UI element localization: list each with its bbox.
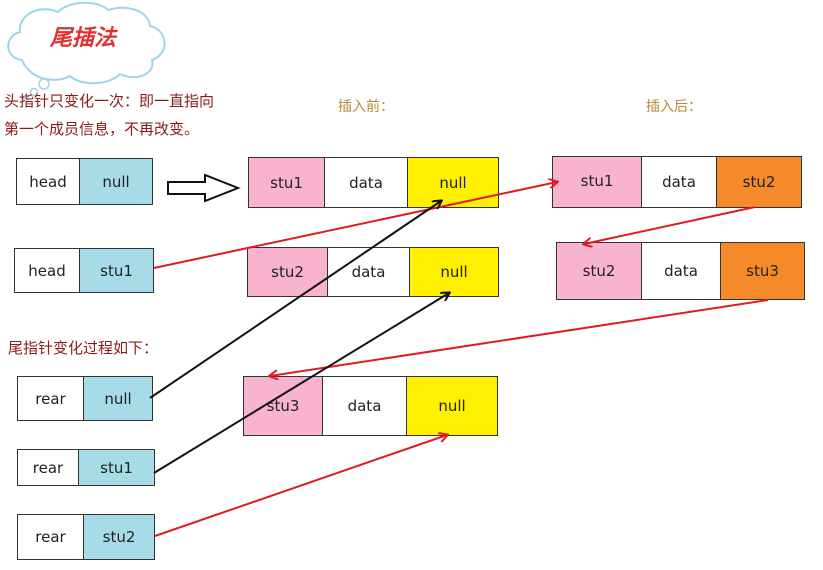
node-next-cell: null: [406, 376, 498, 436]
node-next-cell: stu3: [720, 242, 805, 300]
head-pointer-cell: null: [79, 158, 153, 205]
head-name-cell: head: [16, 158, 80, 205]
red-arrow-rear-to-stu3: [154, 435, 447, 537]
node-data-cell: data: [322, 376, 407, 436]
rear-name-cell: rear: [17, 449, 79, 486]
red-arrow-stu1-to-stu2: [584, 206, 756, 244]
node-data-cell: data: [327, 247, 410, 297]
head-name-cell: head: [14, 248, 80, 293]
node-id-cell: stu2: [556, 242, 642, 300]
head-note-line2: 第一个成员信息，不再改变。: [4, 120, 200, 138]
before-label: 插入前：: [338, 99, 394, 115]
head-note-line1: 头指针只变化一次：即一直指向: [4, 92, 215, 110]
node-id-cell: stu3: [243, 376, 323, 436]
tail-note: 尾指针变化过程如下：: [8, 339, 159, 357]
rear-pointer-cell: null: [83, 376, 153, 421]
head-pointer-cell: stu1: [79, 248, 154, 293]
rear-pointer-cell: stu2: [83, 514, 155, 560]
black-arrow-rear-to-stu1-null: [149, 201, 441, 399]
node-next-cell: null: [407, 157, 499, 208]
node-id-cell: stu1: [248, 157, 325, 208]
after-label: 插入后：: [646, 99, 702, 115]
red-arrow-stu2-to-stu3: [270, 299, 769, 376]
node-data-cell: data: [641, 242, 721, 300]
node-next-cell: stu2: [716, 156, 802, 208]
page-title: 尾插法: [50, 26, 117, 51]
rear-name-cell: rear: [17, 514, 84, 560]
node-next-cell: null: [409, 247, 499, 297]
rear-name-cell: rear: [17, 376, 84, 421]
node-id-cell: stu2: [247, 247, 328, 297]
hollow-arrow: [167, 173, 241, 203]
node-data-cell: data: [324, 157, 408, 208]
rear-pointer-cell: stu1: [78, 449, 155, 486]
node-id-cell: stu1: [552, 156, 642, 208]
node-data-cell: data: [641, 156, 717, 208]
